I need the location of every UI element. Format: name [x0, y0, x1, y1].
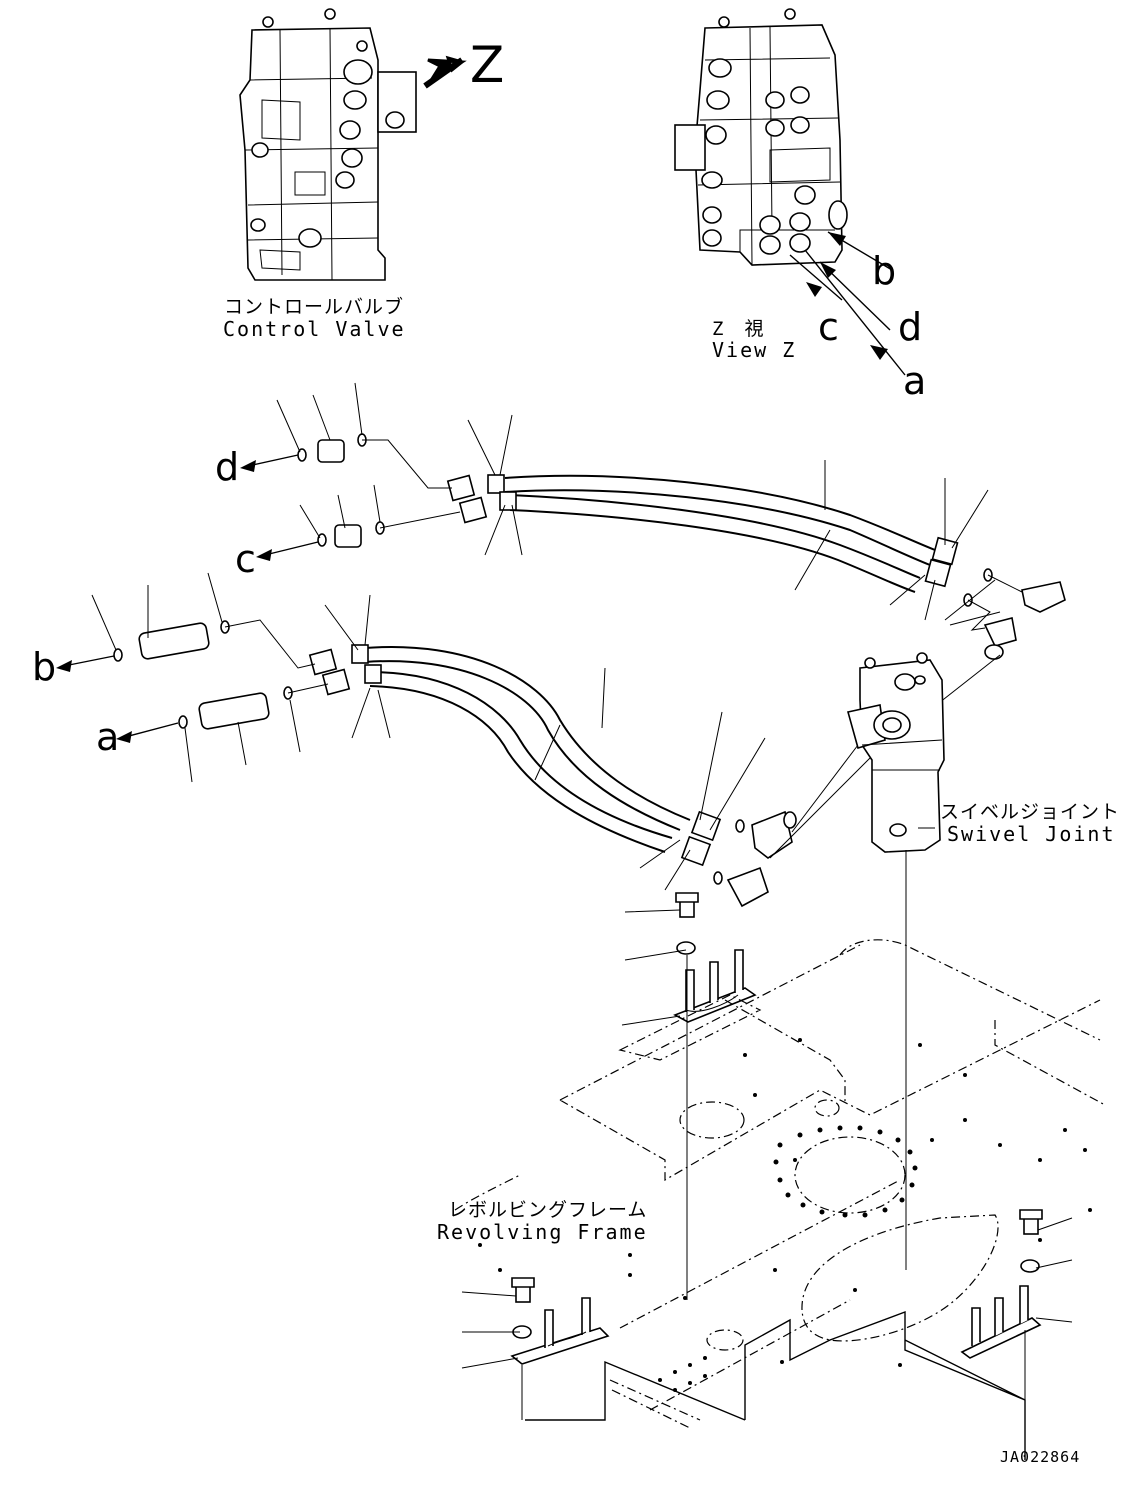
view-port-b: b — [872, 249, 897, 293]
hose-port-d: d — [215, 445, 240, 489]
view-port-d: d — [898, 305, 923, 349]
clamp-left — [510, 1277, 610, 1365]
control-valve-label-jp: コントロールバルブ — [224, 296, 405, 318]
leader-lines — [91, 382, 1073, 1369]
swivel-joint-label-jp: スイベルジョイント — [940, 801, 1121, 823]
swivel-joint-label-en: Swivel Joint — [947, 822, 1116, 846]
view-arrow-label: Z — [470, 36, 505, 94]
clamp-right — [960, 1209, 1043, 1359]
view-port-c: c — [818, 305, 839, 349]
view-z-illustration — [674, 8, 848, 266]
upper-adapters — [297, 433, 461, 548]
view-port-a: a — [903, 359, 927, 403]
assembly-lines — [521, 850, 1026, 1420]
frame-bolt-holes — [478, 1038, 1092, 1392]
revolving-frame-label-en: Revolving Frame — [437, 1220, 648, 1244]
lower-adapters — [113, 619, 329, 730]
control-valve-illustration — [239, 8, 417, 281]
revolving-frame-outline — [454, 939, 1106, 1429]
view-z-port-arrows — [789, 231, 906, 376]
swivel-joint-illustration — [847, 652, 945, 853]
hose-assembly-lower — [308, 644, 722, 867]
control-valve-label-en: Control Valve — [223, 317, 406, 341]
swivel-elbows — [713, 568, 1066, 908]
hose-port-c: c — [235, 537, 256, 581]
view-z-label-jp: Z 視 — [712, 318, 765, 340]
hose-port-b: b — [32, 645, 57, 689]
revolving-frame-label-jp: レボルビングフレーム — [448, 1199, 648, 1221]
hose-port-a: a — [96, 715, 120, 759]
view-z-label-en: View Z — [712, 338, 797, 362]
drawing-code: JA022864 — [1000, 1448, 1081, 1466]
hose-assembly-upper — [446, 474, 959, 593]
